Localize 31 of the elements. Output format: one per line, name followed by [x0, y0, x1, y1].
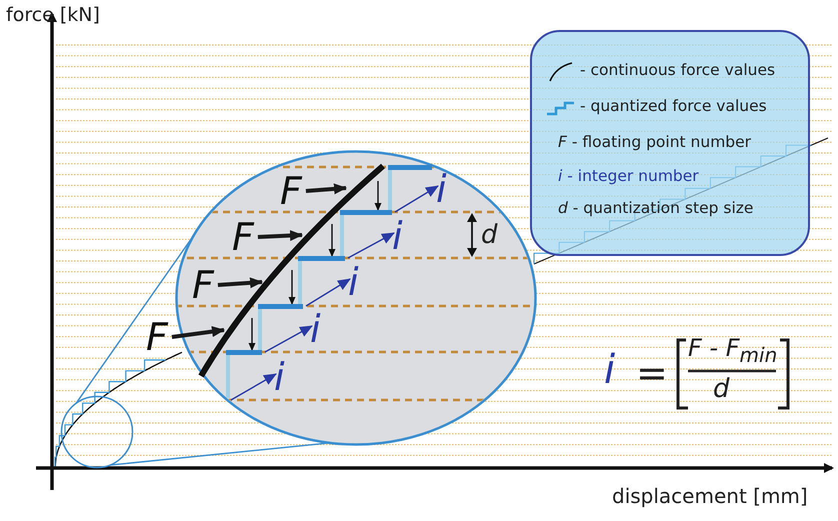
legend-text: d - quantization step size — [558, 201, 754, 216]
legend-text: i - integer number — [558, 169, 699, 184]
float-symbol: F — [232, 215, 254, 259]
integer-symbol: i — [392, 214, 403, 258]
axis-title: displacement [mm] — [612, 486, 808, 506]
arrow — [348, 232, 395, 259]
arrow — [306, 278, 351, 307]
float-symbol: F — [280, 169, 302, 213]
arrow — [230, 373, 277, 401]
arrow — [306, 183, 347, 194]
float-symbol: F — [146, 315, 168, 359]
arrow — [394, 185, 439, 213]
integer-symbol: i — [310, 307, 321, 351]
formula-denominator: d — [713, 376, 730, 402]
legend-text: F - floating point number — [558, 135, 752, 150]
arrow — [258, 230, 303, 242]
zoom-line — [110, 442, 330, 466]
formula-numerator: F - F$_{min}$ — [688, 336, 778, 365]
integer-symbol: i — [436, 167, 447, 211]
formula-symbol: i — [604, 350, 616, 390]
arrow — [218, 277, 263, 288]
float-symbol: F — [192, 263, 214, 307]
arrow — [172, 326, 225, 339]
legend-text: - quantized force values — [580, 99, 767, 114]
step-size-label: d — [481, 222, 498, 248]
integer-symbol: i — [274, 355, 285, 399]
arrow — [264, 325, 313, 353]
axis-title: force [kN] — [6, 6, 100, 25]
formula-symbol: = — [636, 354, 668, 392]
integer-symbol: i — [348, 260, 359, 304]
legend-text: - continuous force values — [580, 63, 776, 78]
